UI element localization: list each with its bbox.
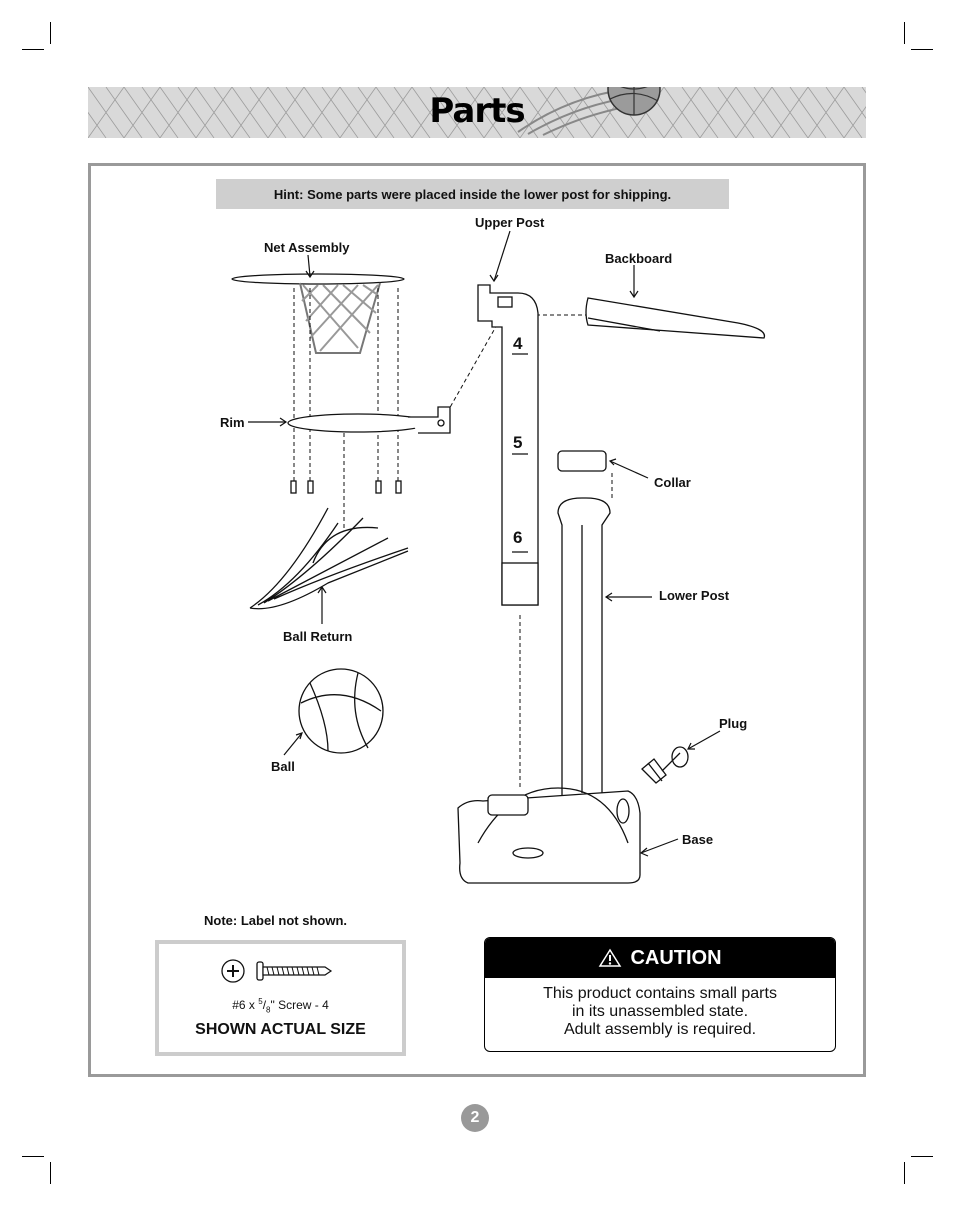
label-upper-post: Upper Post [475,215,545,230]
crop-mark [911,49,933,50]
label-net-assembly: Net Assembly [264,240,350,255]
basketball-icon [607,87,661,116]
crop-mark [22,49,44,50]
base-illustration [457,787,641,884]
backboard-illustration [585,297,766,339]
label-backboard: Backboard [605,251,673,266]
label-plug: Plug [719,716,748,731]
caution-box: CAUTION This product contains small part… [484,937,836,1052]
crop-mark [50,22,51,44]
plug-illustration [641,746,689,784]
label-ball-return: Ball Return [283,629,353,644]
post-number-6: 6 [513,528,523,547]
caution-line: in its unassembled state. [571,1003,749,1020]
rim-screws [290,480,402,494]
page-title: Parts [429,91,525,131]
screw-caption: SHOWN ACTUAL SIZE [195,1021,366,1038]
caution-line: Adult assembly is required. [563,1021,757,1038]
crop-mark [50,1162,51,1184]
crop-mark [911,1156,933,1157]
parts-diagram [231,230,766,884]
crop-mark [904,22,905,44]
ball-return-illustration [249,507,409,610]
crop-mark [904,1162,905,1184]
collar-illustration [557,450,607,472]
screw-suffix: " Screw - 4 [270,998,329,1012]
post-number-5: 5 [513,433,523,452]
screw-box: #6 x 5/8" Screw - 4 SHOWN ACTUAL SIZE [155,940,406,1056]
caution-line: This product contains small parts [543,985,777,1002]
title-banner: Parts [88,87,866,138]
hint-bar: Hint: Some parts were placed inside the … [216,179,729,209]
parts-frame [88,163,866,1077]
post-number-4: 4 [513,334,523,353]
crop-mark [22,1156,44,1157]
screw-fraction-num: 5 [258,997,263,1006]
note-label-not-shown: Note: Label not shown. [204,913,347,928]
lower-post-illustration [557,497,611,799]
screw-prefix: #6 x [232,998,259,1012]
caution-title: CAUTION [630,946,722,969]
caution-text: This product contains small parts in its… [485,978,835,1039]
net-pattern [88,87,866,138]
caution-header: CAUTION [485,938,835,978]
screw-spec: #6 x 5/8" Screw - 4 [232,997,329,1015]
rim-illustration [287,406,451,434]
ball-illustration [298,668,384,754]
warning-triangle-icon [599,948,622,967]
screw-icon [221,959,333,983]
callout-arrows [248,230,721,857]
screw-fraction-den: 8 [266,1005,271,1015]
label-base: Base [682,832,714,847]
label-rim: Rim [220,415,245,430]
net-assembly-illustration [231,273,405,354]
label-collar: Collar [654,475,691,490]
upper-post-illustration [477,284,539,606]
label-ball: Ball [271,759,295,774]
label-lower-post: Lower Post [659,588,730,603]
page-number: 2 [461,1104,489,1132]
